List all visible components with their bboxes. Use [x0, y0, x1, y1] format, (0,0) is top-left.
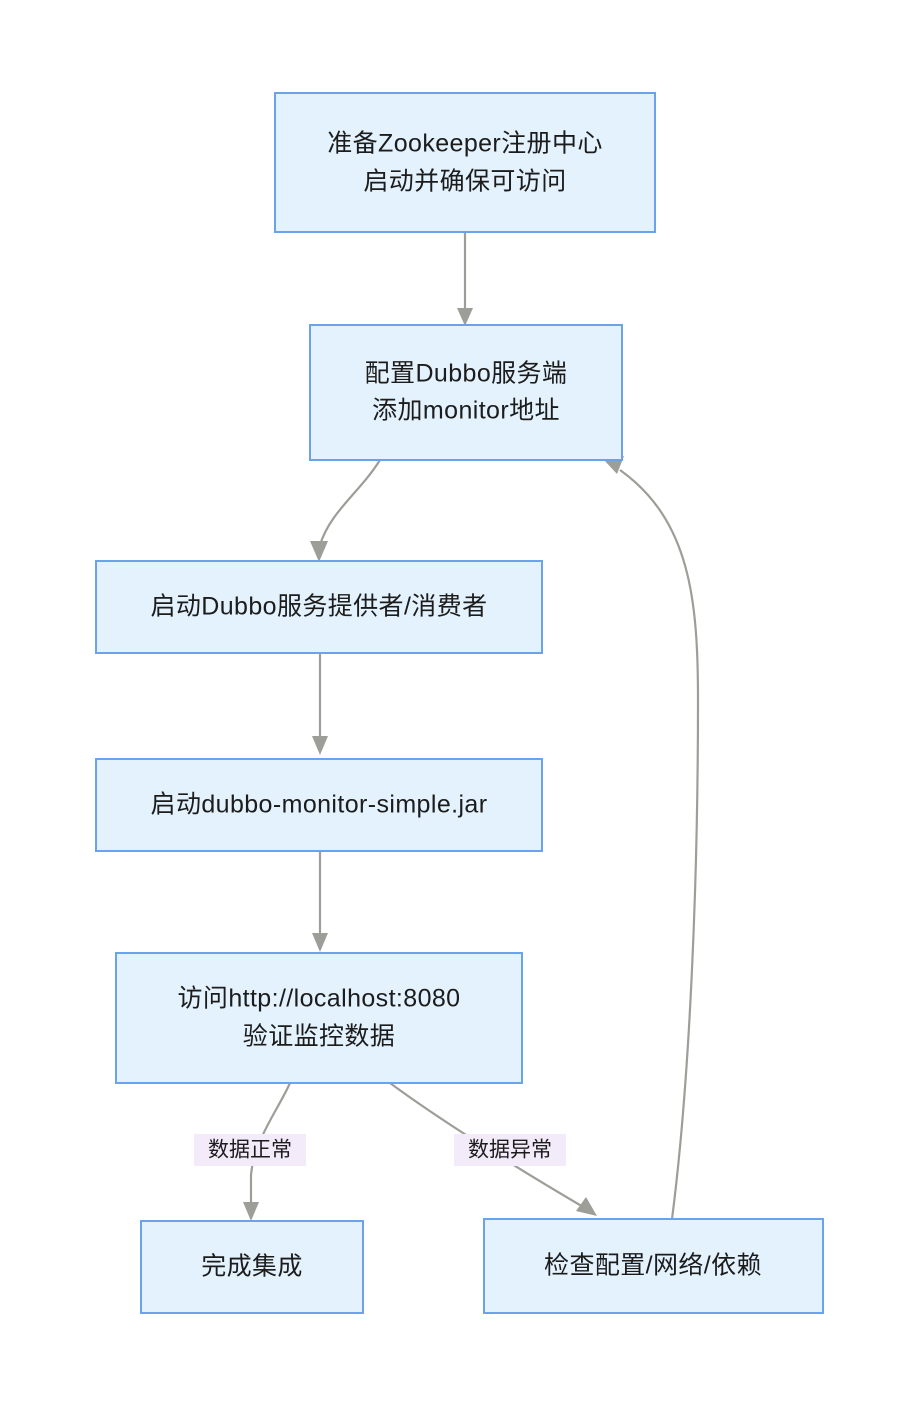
node-label-line2: 添加monitor地址 — [372, 397, 560, 425]
edge-label-background — [454, 1134, 566, 1166]
node-group: 准备Zookeeper注册中心 启动并确保可访问 配置Dubbo服务端 添加mo… — [95, 92, 824, 1314]
edge-label-group: 数据正常 数据异常 — [194, 1134, 566, 1166]
node-label-line1: 启动dubbo-monitor-simple.jar — [151, 791, 488, 819]
edge-n1-to-n2 — [457, 232, 473, 326]
node-configure-dubbo-server[interactable]: 配置Dubbo服务端 添加monitor地址 — [309, 324, 623, 461]
node-shape[interactable] — [483, 1218, 824, 1314]
edge-n3-to-n4 — [312, 653, 328, 755]
arrowhead-icon — [312, 736, 328, 755]
node-shape[interactable] — [140, 1220, 364, 1314]
edge-line — [318, 459, 381, 546]
node-shape[interactable] — [95, 560, 543, 654]
edge-line — [619, 469, 700, 1220]
edge-label-data-normal: 数据正常 — [194, 1134, 306, 1166]
edge-n2-to-n3 — [310, 459, 381, 562]
node-prepare-zookeeper[interactable]: 准备Zookeeper注册中心 启动并确保可访问 — [274, 92, 656, 233]
node-label-line1: 访问http://localhost:8080 — [178, 985, 461, 1013]
node-label-line1: 配置Dubbo服务端 — [365, 360, 568, 388]
edge-n7-to-n2 — [604, 456, 700, 1220]
node-verify-monitor-data[interactable]: 访问http://localhost:8080 验证监控数据 — [115, 952, 523, 1084]
edge-label-data-abnormal: 数据异常 — [454, 1134, 566, 1166]
arrowhead-icon — [312, 933, 328, 952]
edge-n5-to-n6 — [243, 1082, 292, 1221]
node-label-line1: 检查配置/网络/依赖 — [544, 1252, 762, 1280]
edge-line — [249, 1082, 292, 1208]
node-shape[interactable] — [274, 92, 656, 233]
arrowhead-icon — [457, 308, 473, 326]
node-shape[interactable] — [95, 758, 543, 852]
arrowhead-icon — [310, 541, 328, 562]
arrowhead-icon — [243, 1202, 259, 1221]
edge-label-text: 数据正常 — [208, 1139, 292, 1162]
node-integration-complete[interactable]: 完成集成 — [140, 1220, 364, 1314]
node-label-line1: 准备Zookeeper注册中心 — [327, 130, 603, 158]
node-start-monitor-jar[interactable]: 启动dubbo-monitor-simple.jar — [95, 758, 543, 852]
node-check-config-network-deps[interactable]: 检查配置/网络/依赖 — [483, 1218, 824, 1314]
edge-label-background — [194, 1134, 306, 1166]
node-shape[interactable] — [309, 324, 623, 461]
node-label-line1: 启动Dubbo服务提供者/消费者 — [150, 593, 487, 621]
node-label-line1: 完成集成 — [201, 1253, 303, 1281]
node-label-line2: 启动并确保可访问 — [363, 168, 566, 196]
node-label-line2: 验证监控数据 — [243, 1023, 395, 1051]
edge-n4-to-n5 — [312, 851, 328, 952]
edge-label-text: 数据异常 — [468, 1139, 552, 1162]
node-shape[interactable] — [115, 952, 523, 1084]
node-start-provider-consumer[interactable]: 启动Dubbo服务提供者/消费者 — [95, 560, 543, 654]
arrowhead-icon — [576, 1197, 597, 1216]
